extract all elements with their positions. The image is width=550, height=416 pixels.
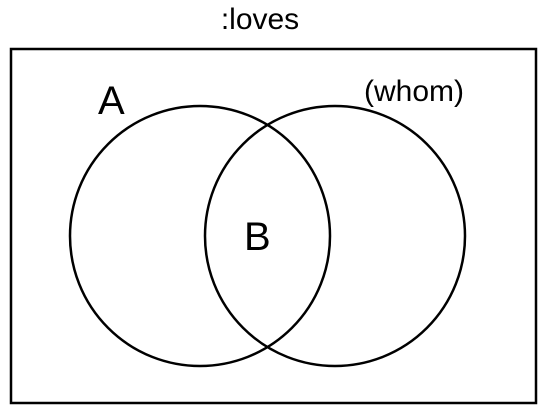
right-set-circle (203, 104, 467, 368)
diagram-title: :loves (220, 3, 300, 36)
left-set-label: A (98, 79, 125, 123)
right-set-label: (whom) (364, 75, 464, 108)
universe-frame (9, 47, 538, 405)
intersection-label: B (244, 215, 271, 259)
left-set-circle (68, 104, 332, 368)
